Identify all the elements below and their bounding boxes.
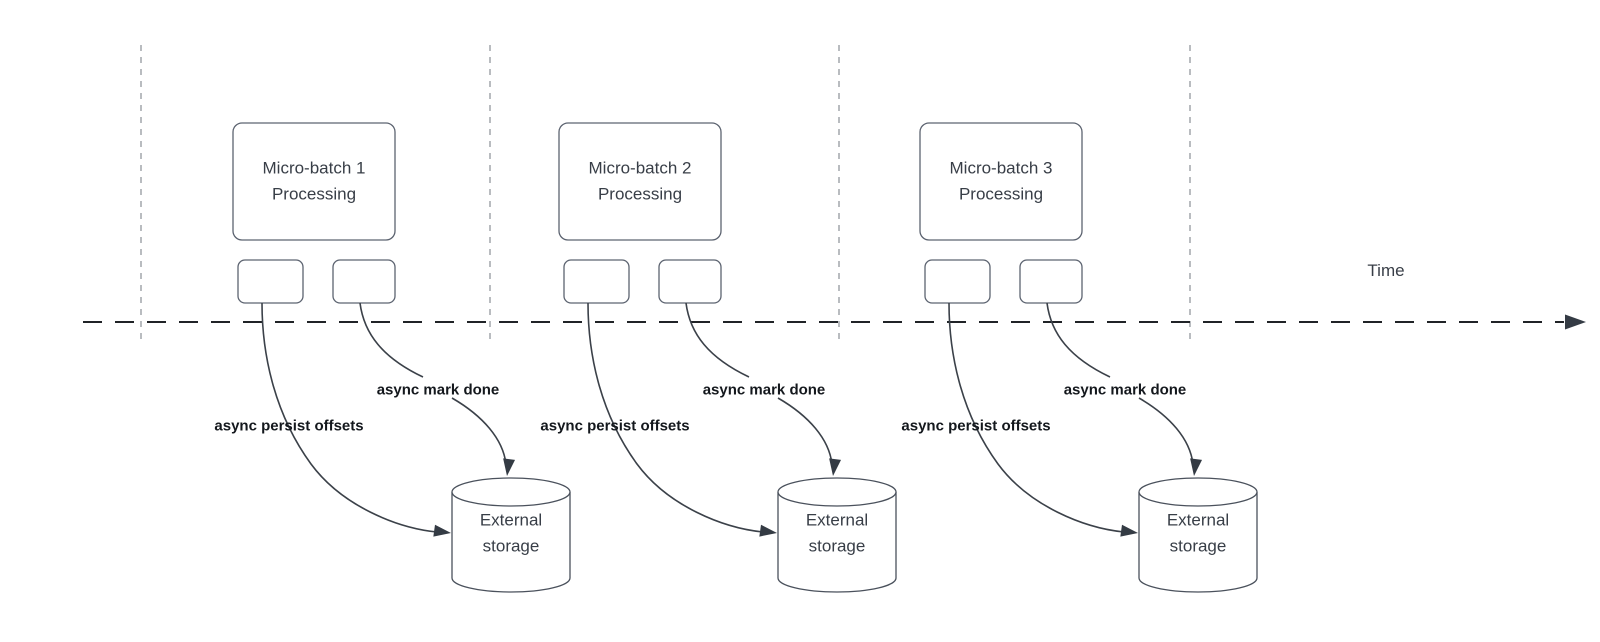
mark-done-connector xyxy=(1138,397,1194,465)
mark-done-arrowhead-icon xyxy=(1190,458,1203,476)
time-axis-arrowhead-icon xyxy=(1565,314,1586,330)
mark-done-connector xyxy=(777,397,833,465)
mark-done-connector xyxy=(1046,302,1111,378)
microbatch-processing-box xyxy=(232,122,396,241)
task-box xyxy=(332,259,396,304)
microbatch-group-1 xyxy=(232,122,571,593)
persist-arrowhead-icon xyxy=(759,524,777,537)
task-box xyxy=(563,259,630,304)
microbatch-processing-box xyxy=(919,122,1083,241)
microbatch-title: Micro-batch 1 Processing xyxy=(262,158,366,204)
microbatch-title: Micro-batch 3 Processing xyxy=(949,158,1053,204)
microbatch-title: Micro-batch 2 Processing xyxy=(588,158,692,204)
task-box xyxy=(237,259,304,304)
mark-done-connector xyxy=(359,302,424,378)
external-storage-label: External storage xyxy=(1166,510,1230,556)
mark-done-arrowhead-icon xyxy=(503,458,516,476)
mark-done-arrowhead-icon xyxy=(829,458,842,476)
storage-cylinder-top xyxy=(777,477,897,507)
time-axis-label: Time xyxy=(1367,261,1405,280)
persist-offsets-connector xyxy=(948,302,1125,533)
external-storage-label: External storage xyxy=(805,510,869,556)
microbatch-group-3 xyxy=(919,122,1258,593)
storage-cylinder-top xyxy=(451,477,571,507)
storage-cylinder-top xyxy=(1138,477,1258,507)
task-box xyxy=(1019,259,1083,304)
persist-offsets-connector xyxy=(261,302,438,533)
storage-cylinder xyxy=(1138,492,1258,593)
external-storage-label: External storage xyxy=(479,510,543,556)
storage-cylinder xyxy=(777,492,897,593)
mark-done-label: async mark done xyxy=(702,381,826,399)
mark-done-connector xyxy=(451,397,507,465)
mark-done-connector xyxy=(685,302,750,378)
microbatch-group-2 xyxy=(558,122,897,593)
task-box xyxy=(658,259,722,304)
task-box xyxy=(924,259,991,304)
persist-offsets-label: async persist offsets xyxy=(540,417,690,435)
persist-offsets-connector xyxy=(587,302,764,533)
mark-done-label: async mark done xyxy=(376,381,500,399)
mark-done-label: async mark done xyxy=(1063,381,1187,399)
persist-offsets-label: async persist offsets xyxy=(214,417,364,435)
storage-cylinder xyxy=(451,492,571,593)
persist-offsets-label: async persist offsets xyxy=(901,417,1051,435)
persist-arrowhead-icon xyxy=(1120,524,1138,537)
persist-arrowhead-icon xyxy=(433,524,451,537)
microbatch-processing-box xyxy=(558,122,722,241)
